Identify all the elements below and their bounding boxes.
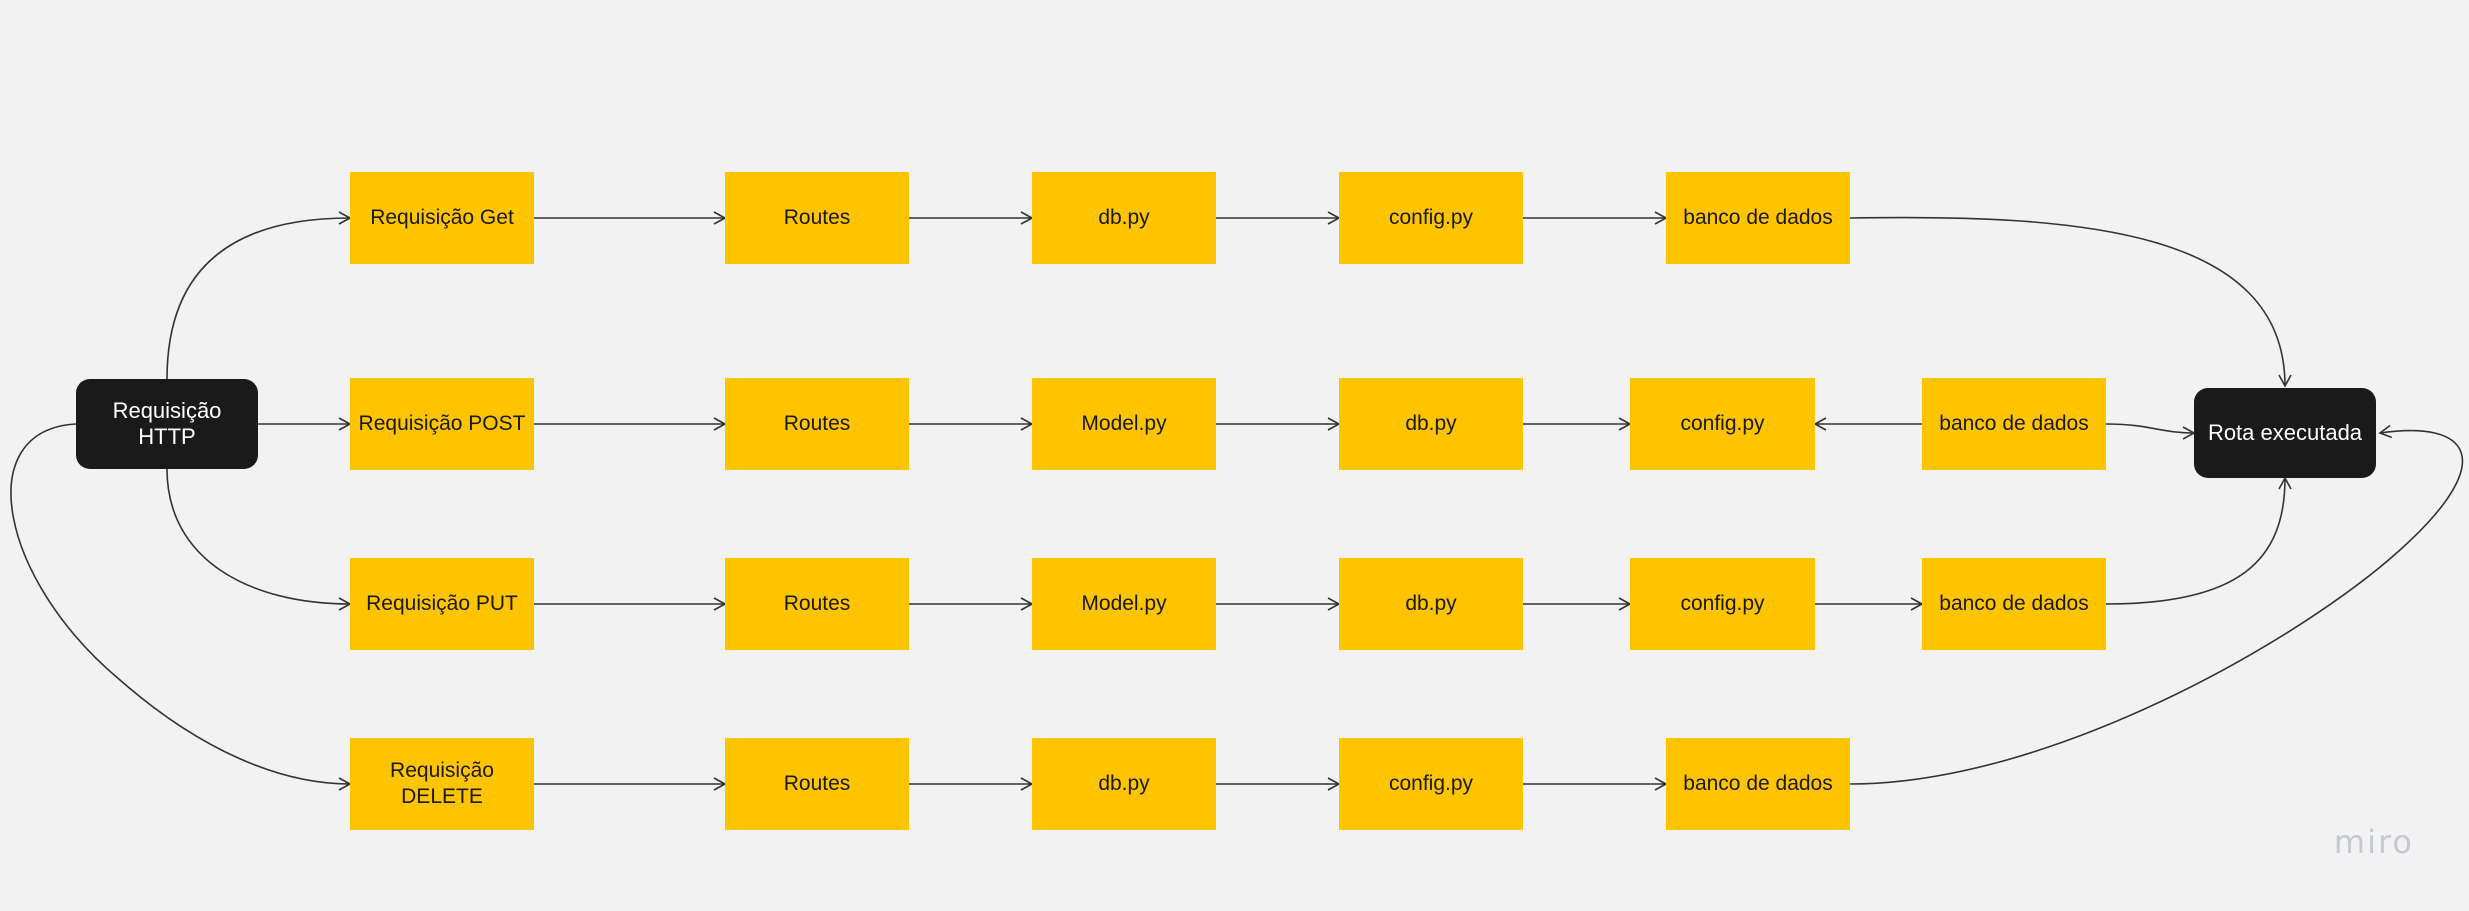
- node-put-routes[interactable]: Routes: [725, 558, 909, 650]
- node-get-database[interactable]: banco de dados: [1666, 172, 1850, 264]
- node-delete-request[interactable]: Requisição DELETE: [350, 738, 534, 830]
- node-get-config[interactable]: config.py: [1339, 172, 1523, 264]
- edge-get-to-end: [1849, 216, 2292, 388]
- node-put-db[interactable]: db.py: [1339, 558, 1523, 650]
- edge-start-to-get: [166, 211, 352, 380]
- node-get-db[interactable]: db.py: [1032, 172, 1216, 264]
- node-put-config[interactable]: config.py: [1630, 558, 1815, 650]
- edge-start-to-put: [166, 468, 352, 611]
- edge-post-to-end: [2105, 423, 2196, 440]
- node-post-routes[interactable]: Routes: [725, 378, 909, 470]
- miro-logo: miro: [2333, 823, 2414, 861]
- node-put-request[interactable]: Requisição PUT: [350, 558, 534, 650]
- node-get-request[interactable]: Requisição Get: [350, 172, 534, 264]
- node-post-config[interactable]: config.py: [1630, 378, 1815, 470]
- node-delete-config[interactable]: config.py: [1339, 738, 1523, 830]
- edge-start-to-delete: [10, 423, 352, 791]
- node-delete-db[interactable]: db.py: [1032, 738, 1216, 830]
- node-post-request[interactable]: Requisição POST: [350, 378, 534, 470]
- node-delete-database[interactable]: banco de dados: [1666, 738, 1850, 830]
- edge-put-to-end: [2105, 476, 2292, 605]
- node-post-db[interactable]: db.py: [1339, 378, 1523, 470]
- node-put-database[interactable]: banco de dados: [1922, 558, 2106, 650]
- node-put-model[interactable]: Model.py: [1032, 558, 1216, 650]
- node-start[interactable]: Requisição HTTP: [76, 379, 258, 469]
- node-delete-routes[interactable]: Routes: [725, 738, 909, 830]
- node-post-model[interactable]: Model.py: [1032, 378, 1216, 470]
- edge-delete-to-end: [1849, 424, 2464, 785]
- node-get-routes[interactable]: Routes: [725, 172, 909, 264]
- node-post-database[interactable]: banco de dados: [1922, 378, 2106, 470]
- node-end[interactable]: Rota executada: [2194, 388, 2376, 478]
